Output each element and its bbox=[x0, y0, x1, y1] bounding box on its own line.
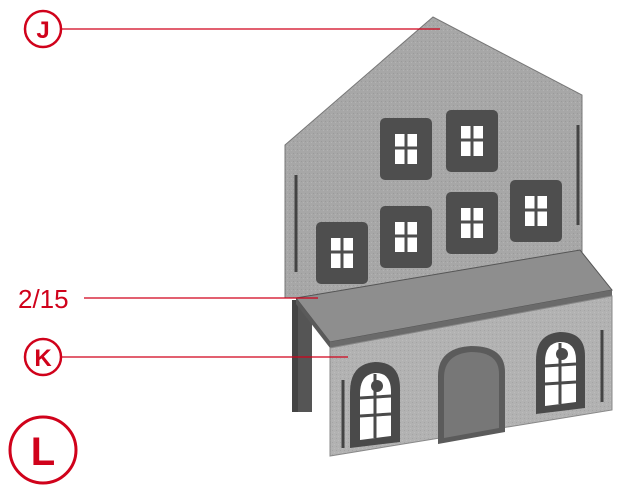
callout-j-label: J bbox=[36, 17, 49, 44]
window-5 bbox=[446, 192, 498, 254]
callout-k: K bbox=[25, 339, 61, 375]
step-badge: L bbox=[10, 417, 76, 483]
part-number-label: 2/15 bbox=[18, 284, 69, 314]
arched-window-right bbox=[536, 332, 585, 414]
arched-window-left bbox=[350, 362, 400, 448]
callout-j: J bbox=[25, 11, 61, 47]
callout-k-label: K bbox=[34, 345, 52, 372]
step-badge-label: L bbox=[31, 430, 55, 474]
window-6 bbox=[510, 180, 562, 242]
window-3 bbox=[316, 222, 368, 284]
window-2 bbox=[446, 110, 498, 172]
door bbox=[438, 346, 505, 444]
window-1 bbox=[380, 118, 432, 180]
window-4 bbox=[380, 206, 432, 268]
